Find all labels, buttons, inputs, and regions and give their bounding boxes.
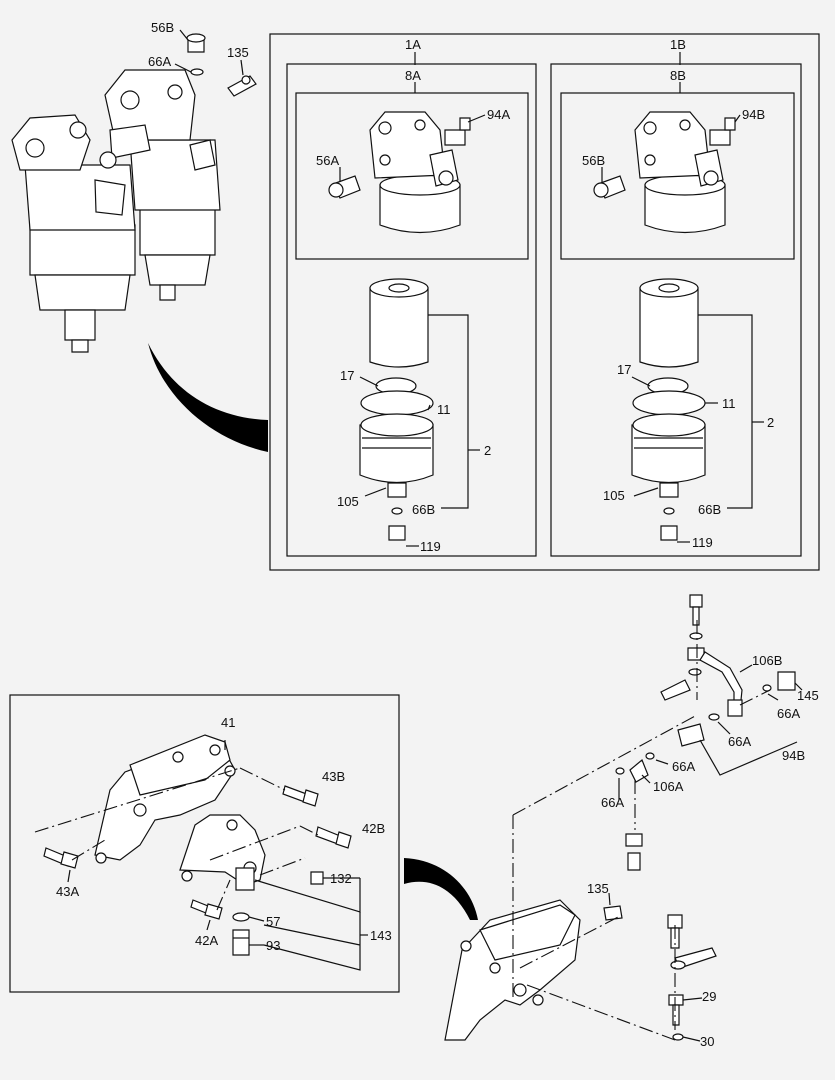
part-labels: 56B 66A 135 1A 1B 8A 8B 94A 94B 56A 56B …: [56, 20, 819, 1049]
label-56B-box: 56B: [582, 153, 605, 168]
label-11-B: 11: [722, 396, 736, 411]
label-93: 93: [266, 938, 280, 953]
label-105-B: 105: [603, 488, 625, 503]
detail-box-8B: [560, 92, 795, 260]
leader-lines-top-left: [174, 29, 244, 76]
label-66B-A: 66B: [412, 502, 435, 517]
label-17-A: 17: [340, 368, 354, 383]
label-94B-right: 94B: [782, 748, 805, 763]
label-106A: 106A: [653, 779, 684, 794]
view-pointer-top: [148, 343, 268, 452]
label-66A-r4: 66A: [601, 795, 624, 810]
label-135-bottom: 135: [587, 881, 609, 896]
label-1B: 1B: [670, 37, 686, 52]
bracket-illustration: [43, 734, 352, 956]
filter-head-8B: [593, 111, 736, 234]
detail-box-1B: [550, 63, 802, 557]
leader-lines-top-right: [339, 114, 764, 547]
label-1A: 1A: [405, 37, 421, 52]
label-57: 57: [266, 914, 280, 929]
label-119-A: 119: [420, 539, 441, 554]
label-2-A: 2: [484, 443, 491, 458]
label-2-B: 2: [767, 415, 774, 430]
label-94B-box: 94B: [742, 107, 765, 122]
label-66A-top: 66A: [148, 54, 171, 69]
label-105-A: 105: [337, 494, 359, 509]
detail-box-1A: [286, 63, 537, 557]
label-143: 143: [370, 928, 392, 943]
label-11-A: 11: [437, 402, 451, 417]
label-66B-B: 66B: [698, 502, 721, 517]
label-94A: 94A: [487, 107, 510, 122]
label-41: 41: [221, 715, 235, 730]
label-8B: 8B: [670, 68, 686, 83]
detail-box-8A: [295, 92, 529, 260]
label-43B: 43B: [322, 769, 345, 784]
label-106B: 106B: [752, 653, 782, 668]
fuel-filter-assembly-illustration: [11, 33, 257, 353]
label-119-B: 119: [692, 535, 713, 550]
leader-lines-bottom-left: [34, 740, 368, 971]
label-145: 145: [797, 688, 819, 703]
filter-bowl-assembly-B: [631, 278, 706, 541]
label-30: 30: [700, 1034, 714, 1049]
label-8A: 8A: [405, 68, 421, 83]
label-29: 29: [702, 989, 716, 1004]
label-66A-r3: 66A: [672, 759, 695, 774]
label-43A: 43A: [56, 884, 79, 899]
view-pointer-bottom: [404, 858, 478, 920]
label-56B-top: 56B: [151, 20, 174, 35]
filter-head-8A: [328, 111, 471, 234]
detail-frame-bottom: [9, 694, 400, 993]
label-42B: 42B: [362, 821, 385, 836]
filter-bowl-assembly-A: [359, 278, 434, 541]
label-66A-r2: 66A: [728, 734, 751, 749]
label-132: 132: [330, 871, 352, 886]
detail-frame-top: [269, 33, 820, 571]
label-135-top: 135: [227, 45, 249, 60]
label-17-B: 17: [617, 362, 631, 377]
leader-lines-bottom-right: [512, 620, 803, 1042]
label-66A-r1: 66A: [777, 706, 800, 721]
bracket-exploded-illustration: [444, 594, 796, 1041]
label-56A: 56A: [316, 153, 339, 168]
label-42A: 42A: [195, 933, 218, 948]
